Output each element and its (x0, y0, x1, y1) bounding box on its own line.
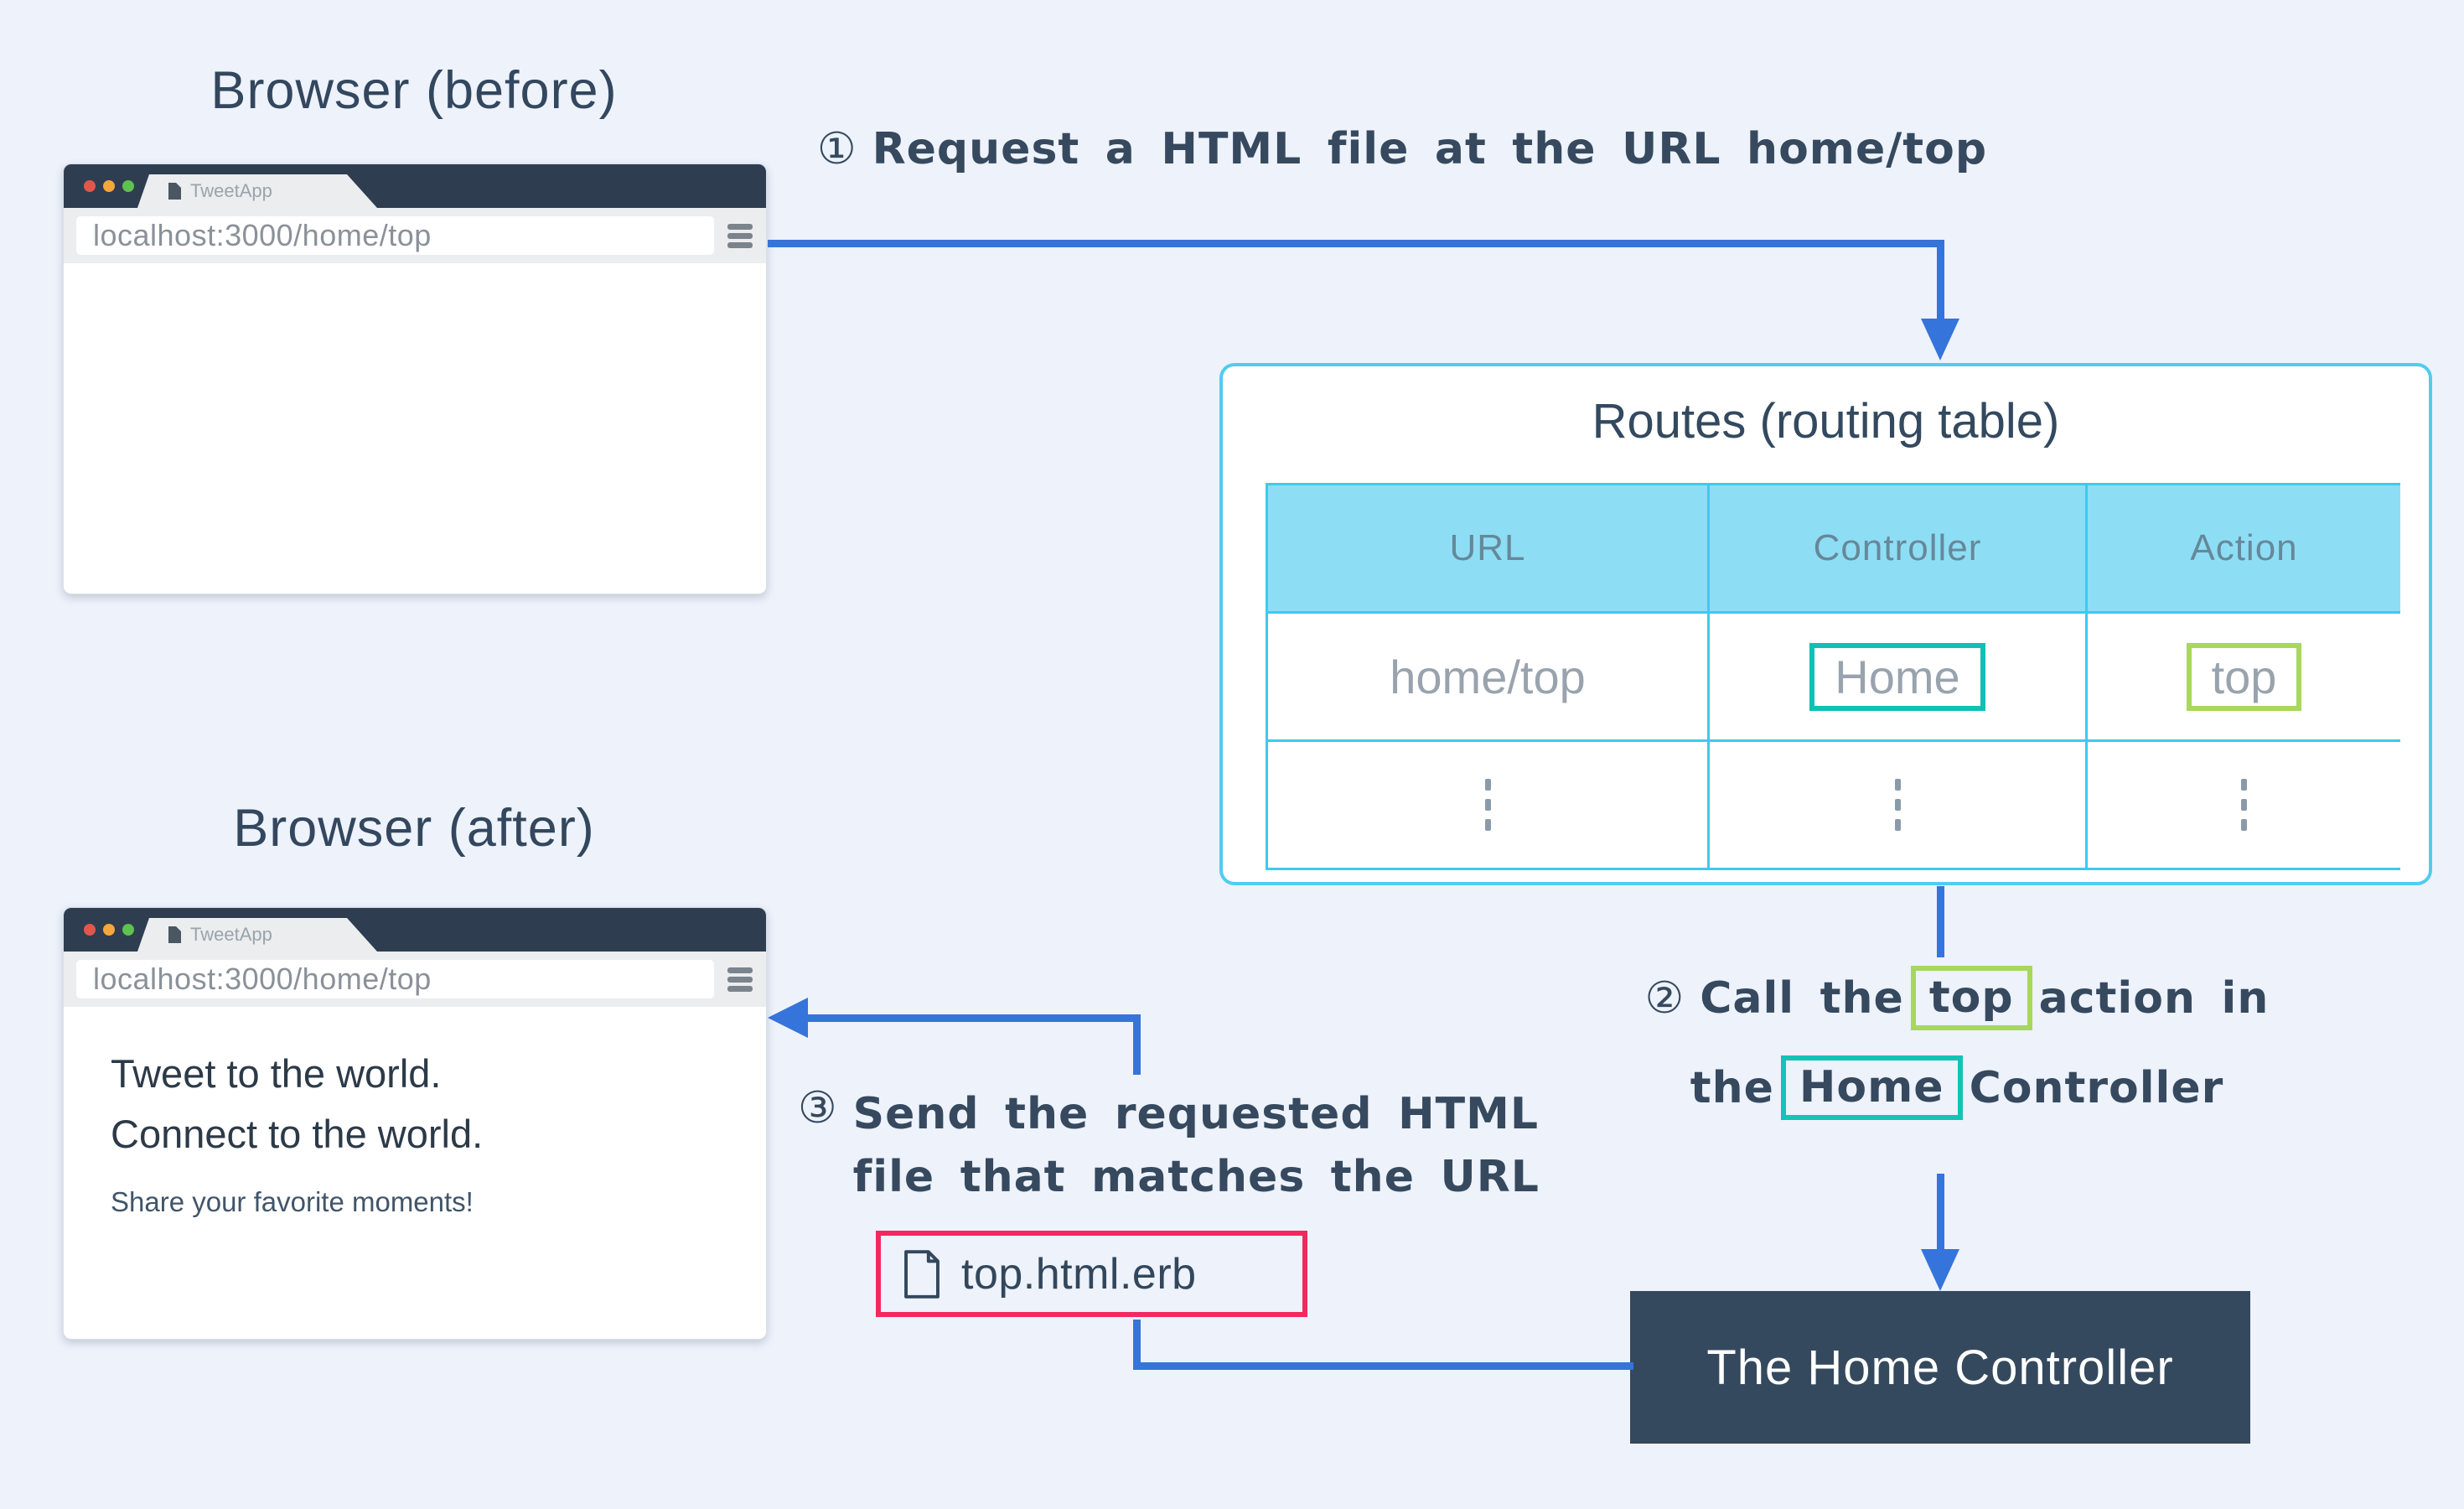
column-header-url: URL (1268, 485, 1707, 611)
arrow3-horizontal-line (800, 1014, 1141, 1022)
controller-to-file-horizontal-line (1133, 1362, 1633, 1370)
step1-text: Request a HTML file at the URL home/top (872, 124, 1988, 174)
browser-before-window: TweetApp localhost:3000/home/top (63, 163, 767, 594)
arrow2-lower-line (1937, 1174, 1944, 1253)
page-heading-line2: Connect to the world. (111, 1112, 484, 1156)
route-controller-cell: Home (1710, 614, 2085, 739)
browser-after-titlebar: TweetApp (64, 908, 766, 952)
browser-toolbar: localhost:3000/home/top (64, 208, 766, 263)
tab-title: TweetApp (190, 180, 272, 201)
page-tagline: Share your favorite moments! (111, 1186, 474, 1217)
browser-after-window: TweetApp localhost:3000/home/top Tweet t… (63, 907, 767, 1340)
step2-annotation: ② Call the top action in the Home Contro… (1622, 966, 2292, 1121)
step3-annotation: ③ Send the requested HTML file that matc… (798, 1083, 1540, 1210)
browser-after-title: Browser (after) (233, 799, 595, 858)
url-bar: localhost:3000/home/top (76, 216, 714, 255)
page-icon (168, 182, 182, 200)
arrow2-upper-line (1937, 886, 1944, 957)
url-bar: localhost:3000/home/top (76, 960, 714, 998)
step3-lines: Send the requested HTML file that matche… (853, 1083, 1540, 1210)
route-url-cell: home/top (1268, 614, 1707, 739)
step2-action-highlight-box: top (1910, 966, 2032, 1031)
browser-before-titlebar: TweetApp (64, 164, 766, 208)
home-controller-box: The Home Controller (1630, 1291, 2250, 1444)
step2-number: ② (1644, 972, 1685, 1024)
browser-toolbar: localhost:3000/home/top (64, 952, 766, 1007)
step1-annotation: ① Request a HTML file at the URL home/top (817, 124, 1987, 174)
file-icon (904, 1249, 940, 1299)
vertical-ellipsis-icon (1894, 779, 1901, 831)
page-heading-line1: Tweet to the world. (111, 1051, 442, 1096)
action-highlight-box: top (2186, 642, 2302, 711)
arrow1-arrowhead-down-icon (1921, 319, 1959, 360)
step2-line2: the Home Controller (1622, 1055, 2292, 1121)
arrow3-arrowhead-left-icon (768, 998, 808, 1038)
routes-title: Routes (routing table) (1592, 394, 2060, 449)
zoom-window-icon (122, 924, 134, 936)
browser-tab: TweetApp (137, 918, 377, 952)
close-window-icon (84, 180, 96, 192)
route-action-cell: top (2088, 614, 2400, 739)
routing-table: URL Controller Action home/top Home top (1266, 483, 2400, 870)
arrow3-vertical-line (1133, 1014, 1141, 1075)
view-file-box: top.html.erb (876, 1231, 1307, 1317)
tab-title: TweetApp (190, 924, 272, 945)
view-file-name: top.html.erb (961, 1249, 1197, 1299)
minimize-window-icon (103, 924, 115, 936)
traffic-lights (84, 924, 134, 936)
step3-number: ③ (798, 1083, 838, 1133)
browser-tab: TweetApp (137, 174, 377, 208)
ellipsis-cell-action (2088, 742, 2400, 868)
arrow2-arrowhead-down-icon (1921, 1249, 1959, 1291)
step2-line1: ② Call the top action in (1622, 966, 2292, 1031)
browser-after-viewport: Tweet to the world. Connect to the world… (64, 1007, 766, 1339)
step2-line1-pre: Call the (1700, 972, 1904, 1024)
browser-before-title: Browser (before) (210, 61, 618, 120)
traffic-lights (84, 180, 134, 192)
menu-icon (727, 967, 753, 992)
step2-line2-post: Controller (1969, 1062, 2224, 1113)
menu-icon (727, 223, 753, 248)
close-window-icon (84, 924, 96, 936)
step2-controller-highlight-box: Home (1780, 1055, 1963, 1121)
page-icon (168, 926, 182, 944)
vertical-ellipsis-icon (2241, 779, 2247, 831)
controller-highlight-box: Home (1809, 642, 1985, 711)
step3-line1: Send the requested HTML (852, 1089, 1539, 1139)
step2-line2-pre: the (1690, 1062, 1774, 1113)
ellipsis-cell-url (1268, 742, 1707, 868)
vertical-ellipsis-icon (1484, 779, 1491, 831)
routes-panel: Routes (routing table) URL Controller Ac… (1219, 363, 2432, 885)
step2-line1-post: action in (2038, 972, 2270, 1024)
column-header-action: Action (2088, 485, 2400, 611)
minimize-window-icon (103, 180, 115, 192)
zoom-window-icon (122, 180, 134, 192)
arrow1-vertical-line (1937, 240, 1944, 324)
browser-before-viewport (64, 263, 766, 594)
step3-line2: file that matches the URL (852, 1152, 1540, 1203)
step1-number: ① (817, 124, 857, 174)
column-header-controller: Controller (1710, 485, 2085, 611)
ellipsis-cell-controller (1710, 742, 2085, 868)
controller-to-file-vertical-line (1133, 1320, 1141, 1370)
arrow1-horizontal-line (768, 240, 1940, 247)
